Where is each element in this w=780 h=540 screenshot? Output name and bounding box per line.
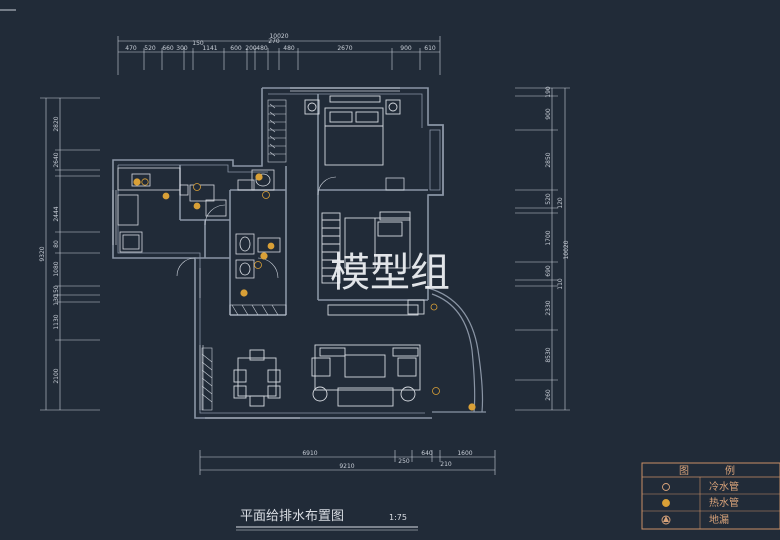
living-room-sofa [311, 344, 421, 407]
top-dim-10: 2670 [337, 45, 352, 52]
right-overall-dimension: 10020 [563, 240, 570, 259]
bottom-dim-0: 250 [398, 458, 410, 465]
hot-pipe-symbol [267, 242, 275, 250]
floor-plan-walls [112, 87, 444, 419]
top-dim-12: 610 [424, 45, 436, 52]
top-dim-3: 300 [176, 45, 188, 52]
drawing-title: 平面给排水布置图 [240, 509, 344, 524]
top-dim-1: 520 [144, 45, 156, 52]
legend-label-hot-water: 热水管 [709, 496, 739, 509]
top-dim-7: 480 [256, 45, 268, 52]
bottom-left-span: 6910 [302, 450, 317, 457]
right-dim-4: 120 [557, 197, 564, 209]
bottom-dim-1: 640 [421, 450, 433, 457]
floor-drain-symbol [254, 261, 262, 269]
hot-pipe-symbol [468, 403, 476, 411]
right-dim-10: 260 [545, 389, 552, 401]
right-dimension-chain [515, 87, 570, 411]
left-dim-3: 80 [53, 240, 60, 248]
bottom-overall-dimension: 9210 [339, 463, 354, 470]
bottom-segment-labels: 250 640 210 1600 [398, 450, 473, 468]
watermark-text: 模型组 [330, 250, 450, 296]
left-segment-labels: 2820 2640 2444 80 1080 150 130 1130 2100 [53, 116, 60, 383]
hot-pipe-symbol [193, 202, 201, 210]
left-dimension-chain [40, 97, 100, 411]
filled-circle-icon [662, 499, 670, 507]
bathroom-fixtures [189, 169, 281, 279]
cold-pipe-symbol [430, 303, 438, 311]
right-dim-9: 8530 [545, 347, 552, 362]
right-segment-labels: 190 900 2850 520 120 1700 690 110 2330 8… [545, 86, 564, 401]
left-dim-8: 2100 [53, 368, 60, 383]
door-swings [176, 176, 337, 298]
top-dim-2: 660 [162, 45, 174, 52]
bottom-dim-3: 1600 [457, 450, 472, 457]
right-dim-8: 2330 [545, 300, 552, 315]
bottom-dimension-chain [199, 450, 496, 475]
top-overall-dimension: 10020 [269, 33, 288, 40]
left-overall-dimension: 9320 [39, 246, 46, 261]
open-circle-icon [662, 483, 670, 491]
left-dim-7: 1130 [53, 314, 60, 329]
legend-table: 图 例 冷水管 热水管 地漏 [641, 462, 780, 530]
top-dim-0: 470 [125, 45, 137, 52]
left-dim-2: 2444 [53, 206, 60, 221]
top-dim-6: 200 [245, 45, 257, 52]
top-dimension-chain [117, 36, 441, 75]
desk [385, 177, 405, 191]
legend-label-floor-drain: 地漏 [709, 513, 729, 526]
top-dim-11: 900 [400, 45, 412, 52]
floor-drain-symbol [262, 191, 270, 199]
left-dim-5: 150 [53, 285, 60, 297]
bottom-dim-2: 210 [440, 461, 452, 468]
hot-pipe-symbol [255, 173, 263, 181]
top-segment-labels: 470 520 660 300 1141 600 200 480 270 480… [125, 38, 436, 52]
floor-drain-symbol [432, 387, 440, 395]
window-marks [112, 87, 400, 419]
legend-header-1: 图 [679, 465, 689, 477]
dining-table [233, 349, 281, 407]
master-bed [304, 95, 401, 166]
top-dim-4: 1141 [202, 45, 217, 52]
right-dim-3: 520 [545, 193, 552, 205]
master-wardrobe [267, 99, 287, 163]
right-dim-7: 110 [557, 278, 564, 290]
legend-label-cold-water: 冷水管 [709, 480, 739, 493]
hot-pipe-symbol [162, 192, 170, 200]
drawing-scale: 1:75 [389, 513, 407, 522]
curved-balcony [427, 287, 486, 413]
top-dim-8: 270 [268, 38, 280, 45]
left-dim-4: 1080 [53, 261, 60, 276]
second-bed [321, 211, 425, 316]
right-dim-6: 690 [545, 265, 552, 277]
floor-drain-icon [661, 515, 671, 525]
right-dim-1: 900 [545, 108, 552, 120]
hot-pipe-symbol [240, 289, 248, 297]
right-dim-2: 2850 [545, 152, 552, 167]
pipe-symbols [133, 173, 476, 411]
top-dim-5: 600 [230, 45, 242, 52]
kitchen-fixtures [117, 167, 189, 253]
hot-pipe-symbol [133, 178, 141, 186]
top-dim-9: 480 [283, 45, 295, 52]
left-dim-1: 2640 [53, 152, 60, 167]
left-dim-0: 2820 [53, 116, 60, 131]
legend-header-2: 例 [725, 464, 735, 477]
right-dim-0: 190 [545, 86, 552, 98]
shoe-cabinet [201, 304, 287, 411]
top-sub-dimension: 150 [192, 40, 204, 47]
left-dim-6: 130 [53, 294, 60, 306]
right-dim-5: 1700 [545, 230, 552, 245]
cold-pipe-symbol [141, 178, 149, 186]
floor-drain-symbol [193, 183, 201, 191]
hot-pipe-symbol [260, 252, 268, 260]
